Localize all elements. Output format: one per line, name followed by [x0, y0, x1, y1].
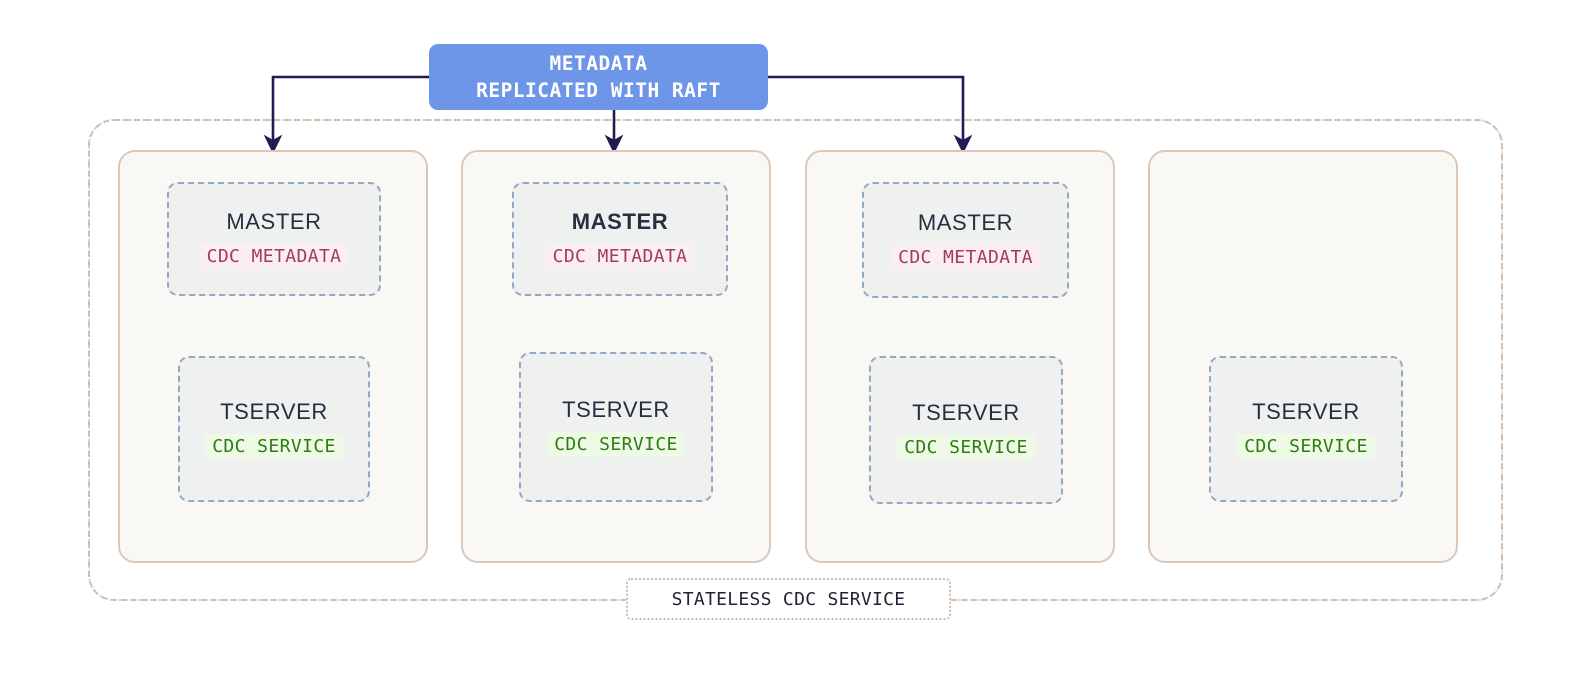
cdc-metadata-badge-2: CDC METADATA — [545, 244, 695, 269]
cdc-service-badge-4: CDC SERVICE — [1237, 434, 1375, 459]
master-process-box-2[interactable]: MASTER CDC METADATA — [512, 182, 728, 296]
cdc-service-badge-1: CDC SERVICE — [205, 434, 343, 459]
tserver-title-4: TSERVER — [1252, 399, 1360, 424]
tserver-process-box-1[interactable]: TSERVER CDC SERVICE — [178, 356, 370, 502]
master-process-box-1[interactable]: MASTER CDC METADATA — [167, 182, 381, 296]
cluster-label-chip: STATELESS CDC SERVICE — [626, 578, 951, 620]
master-title-3: MASTER — [917, 210, 1014, 235]
cdc-metadata-badge-1: CDC METADATA — [199, 244, 349, 269]
tserver-process-box-3[interactable]: TSERVER CDC SERVICE — [869, 356, 1063, 504]
cdc-service-badge-3: CDC SERVICE — [897, 435, 1035, 460]
node-card-4[interactable]: TSERVER CDC SERVICE — [1148, 150, 1458, 563]
node-card-1[interactable]: MASTER CDC METADATA TSERVER CDC SERVICE — [118, 150, 428, 563]
metadata-banner-line-1: METADATA — [549, 52, 648, 75]
master-title-2: MASTER — [571, 209, 669, 234]
node-card-2[interactable]: MASTER CDC METADATA TSERVER CDC SERVICE — [461, 150, 771, 563]
metadata-raft-banner: METADATA REPLICATED WITH RAFT — [429, 44, 768, 110]
master-process-box-3[interactable]: MASTER CDC METADATA — [862, 182, 1069, 298]
tserver-process-box-2[interactable]: TSERVER CDC SERVICE — [519, 352, 713, 502]
tserver-title-1: TSERVER — [220, 399, 328, 424]
master-title-1: MASTER — [226, 209, 322, 234]
tserver-title-3: TSERVER — [912, 400, 1020, 425]
cdc-service-badge-2: CDC SERVICE — [547, 432, 685, 457]
metadata-banner-line-2: REPLICATED WITH RAFT — [476, 79, 721, 102]
cdc-metadata-badge-3: CDC METADATA — [891, 245, 1040, 270]
node-card-3[interactable]: MASTER CDC METADATA TSERVER CDC SERVICE — [805, 150, 1115, 563]
tserver-title-2: TSERVER — [562, 397, 670, 422]
cluster-label-text: STATELESS CDC SERVICE — [671, 588, 906, 610]
tserver-process-box-4[interactable]: TSERVER CDC SERVICE — [1209, 356, 1403, 502]
